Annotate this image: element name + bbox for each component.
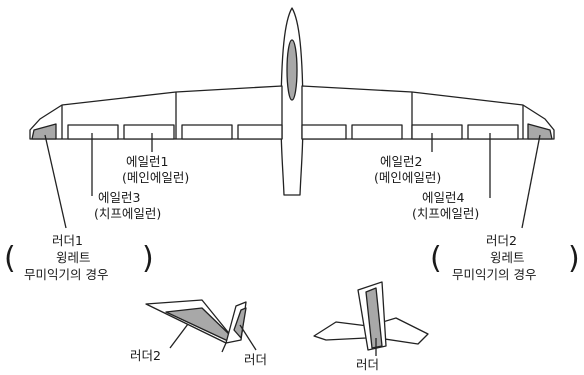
aileron4-right-outer — [467, 124, 519, 140]
winglet-left-label: 윙레트 — [56, 250, 91, 265]
leader-rudder2 — [521, 134, 541, 229]
ttail-rudder-surface — [365, 287, 383, 349]
left-paren-open: ( — [4, 241, 16, 276]
leader-rudder1 — [44, 134, 67, 229]
flap-left-1 — [181, 124, 233, 140]
fuselage — [280, 7, 304, 196]
leader-vtail-rudder2 — [169, 323, 189, 349]
left-paren-close: ) — [142, 241, 154, 276]
tailless-left-label: 무미익기의 경우 — [24, 267, 109, 282]
vtail-rudder-label: 러더 — [244, 352, 268, 367]
right-paren-open: ( — [430, 241, 442, 276]
aileron3-label: 에일런3 — [98, 190, 141, 205]
flap-right-1 — [301, 124, 347, 140]
vtail-rudder-surface — [233, 307, 247, 339]
rudder2-label: 러더2 — [486, 233, 517, 248]
rudder1-label: 러더1 — [52, 233, 83, 248]
aileron3-left-outer — [67, 124, 119, 140]
vtail-boom — [221, 342, 227, 353]
aileron2-sub-label: (메인에일런) — [374, 170, 442, 185]
flap-left-2 — [237, 124, 283, 140]
canopy — [286, 39, 298, 101]
left-winglet-rudder1 — [31, 123, 57, 140]
aileron4-sub-label: (치프에일런) — [412, 206, 480, 221]
aileron1-label: 에일런1 — [126, 154, 169, 169]
ttail-rudder-label: 러더 — [356, 357, 380, 372]
vtail-rudder2-label: 러더2 — [130, 348, 161, 363]
aileron1-left-inner — [123, 124, 175, 140]
aileron2-label: 에일런2 — [380, 154, 423, 169]
tailless-right-label: 무미익기의 경우 — [452, 267, 537, 282]
winglet-right-label: 윙레트 — [490, 250, 525, 265]
aileron2-right-inner — [411, 124, 463, 140]
right-winglet-rudder2 — [527, 123, 553, 140]
aileron1-sub-label: (메인에일런) — [122, 170, 190, 185]
ttail-left-stab — [313, 321, 369, 341]
leader-vtail-rudder — [239, 324, 257, 351]
right-paren-close: ) — [568, 241, 580, 276]
aileron4-label: 에일런4 — [422, 190, 465, 205]
flap-right-2 — [351, 124, 403, 140]
aileron3-sub-label: (치프에일런) — [94, 206, 162, 221]
